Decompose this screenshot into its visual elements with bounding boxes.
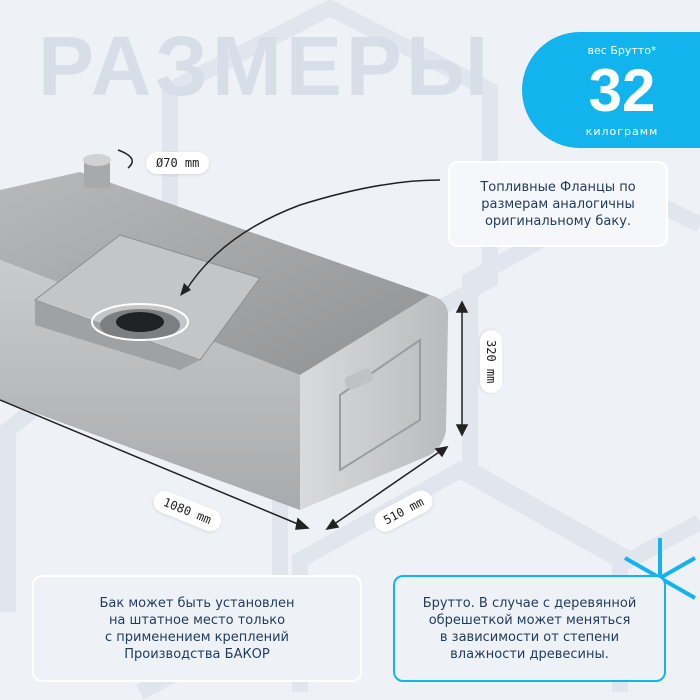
note-line: с применением креплений <box>105 629 289 645</box>
note-line: влажности древесины. <box>450 646 609 662</box>
mounting-note: Бак может быть установлен на штатное мес… <box>32 575 362 682</box>
note-line: обрешеткой может меняться <box>428 612 631 628</box>
note-line: Производства БАКОР <box>124 646 270 662</box>
callout-line: оригинальному баку. <box>484 213 632 229</box>
note-line: на штатное место только <box>108 612 286 628</box>
weight-label: вес Брутто* <box>587 44 657 57</box>
flange-diameter-label: Ø70 mm <box>146 152 210 174</box>
weight-note: Брутто. В случае с деревянной обрешеткой… <box>393 575 666 682</box>
weight-unit: килограмм <box>585 125 659 138</box>
note-line: Бак может быть установлен <box>99 595 295 611</box>
callout-line: размерам аналогичны <box>481 196 635 212</box>
note-line: в зависимости от степени <box>439 629 620 645</box>
weight-badge: вес Брутто* 32 килограмм <box>522 32 700 148</box>
height-dimension-label: 320 mm <box>480 330 502 394</box>
flange-callout: Топливные Фланцы по размерам аналогичны … <box>448 161 668 247</box>
callout-line: Топливные Фланцы по <box>480 179 636 195</box>
page-title: РАЗМЕРЫ <box>38 19 493 113</box>
note-line: Брутто. В случае с деревянной <box>422 595 637 611</box>
weight-value: 32 <box>588 57 656 124</box>
